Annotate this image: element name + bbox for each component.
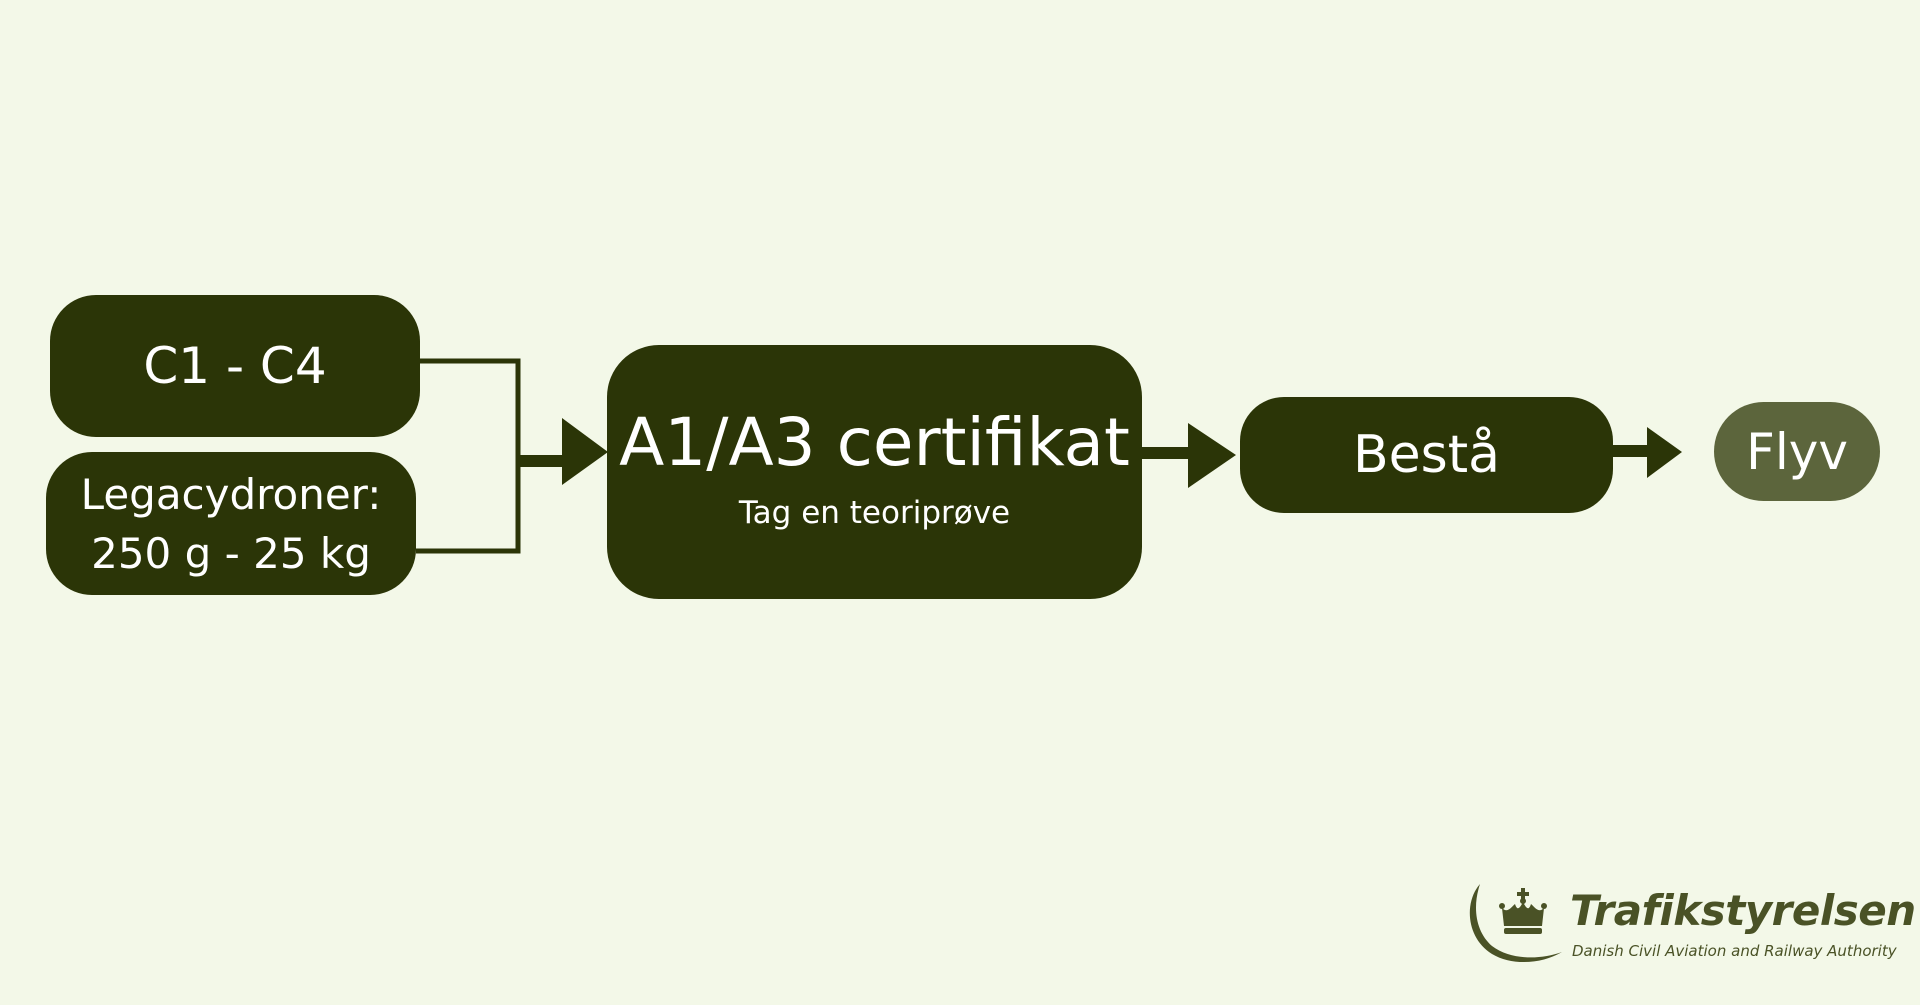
arrow-head-3	[1647, 427, 1682, 478]
arrow-shaft-3	[1613, 445, 1649, 457]
node-c1-c4: C1 - C4	[50, 295, 420, 437]
node-legacy-line2: 250 g - 25 kg	[91, 528, 371, 578]
node-fly: Flyv	[1714, 402, 1880, 501]
node-certificate: A1/A3 certifikat Tag en teoriprøve	[607, 345, 1142, 599]
arrow-head-2	[1188, 423, 1236, 488]
arrow-shaft-1	[520, 455, 564, 467]
node-legacy-drones: Legacydroner: 250 g - 25 kg	[46, 452, 416, 595]
node-certificate-title: A1/A3 certifikat	[619, 404, 1130, 481]
arrow-head-1	[562, 418, 608, 485]
logo-tagline: Danish Civil Aviation and Railway Author…	[1572, 942, 1897, 960]
crown-emblem-icon	[1469, 884, 1562, 963]
node-legacy-line1: Legacydroner:	[80, 469, 382, 519]
node-fly-label: Flyv	[1746, 422, 1848, 481]
bracket-connector	[416, 358, 521, 554]
arrow-shaft-2	[1142, 447, 1190, 459]
node-pass: Bestå	[1240, 397, 1613, 513]
node-pass-label: Bestå	[1352, 425, 1500, 485]
node-certificate-subtitle: Tag en teoriprøve	[738, 495, 1011, 531]
trafikstyrelsen-logo: Trafikstyrelsen Danish Civil Aviation an…	[1462, 880, 1916, 980]
logo-wordmark: Trafikstyrelsen	[1570, 886, 1916, 935]
node-c1-c4-label: C1 - C4	[143, 337, 327, 395]
